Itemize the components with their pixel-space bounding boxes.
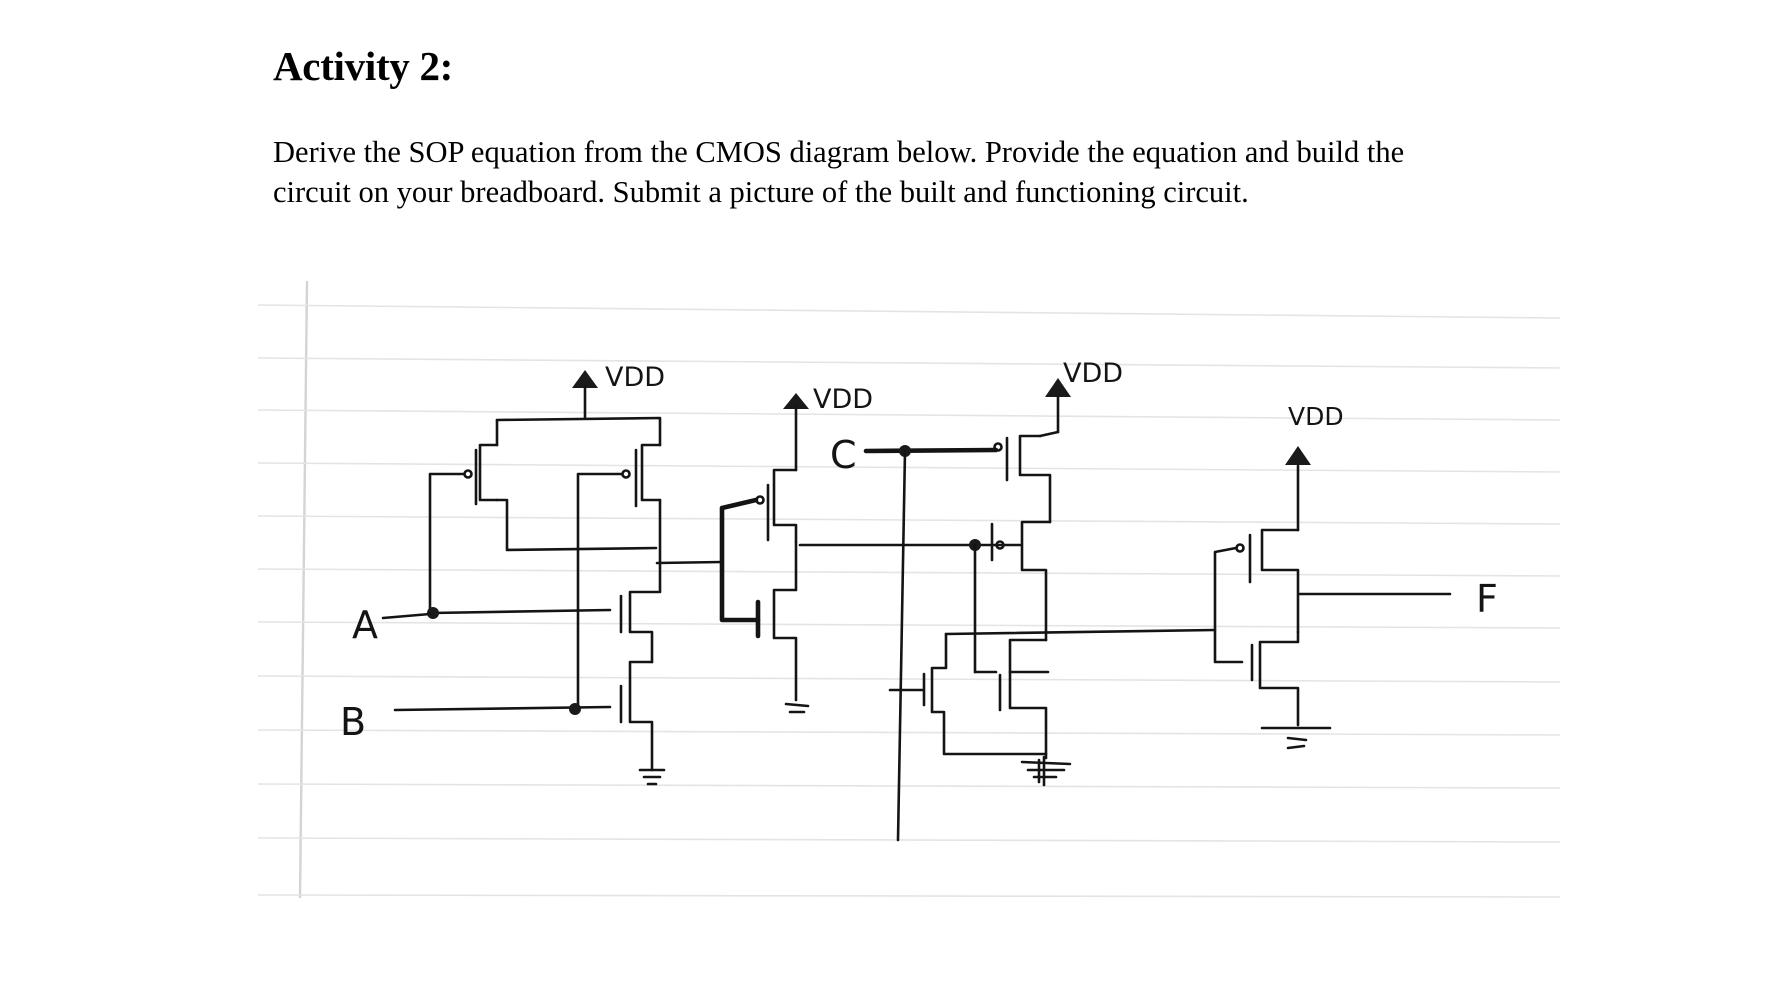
vdd-label-1: VDD (605, 362, 665, 393)
stage-4-output-inverter: VDD (1213, 402, 1452, 750)
vdd-arrow-2 (783, 393, 809, 409)
input-label-a: A (352, 603, 378, 647)
instructions-line-1: Derive the SOP equation from the CMOS di… (273, 135, 1405, 169)
vdd-arrow-1 (572, 370, 598, 388)
activity-instructions: Derive the SOP equation from the CMOS di… (273, 132, 1593, 212)
instructions-line-2: circuit on your breadboard. Submit a pic… (273, 175, 1249, 209)
stage-2-inverter: VDD (719, 384, 1022, 714)
vdd-label-3: VDD (1063, 358, 1123, 389)
vdd-label-4: VDD (1288, 402, 1344, 431)
vdd-label-2: VDD (813, 384, 873, 415)
vdd-arrow-4 (1285, 446, 1311, 465)
notebook-paper (257, 280, 1561, 899)
stage-3-network: VDD (863, 358, 1217, 842)
stage-1-network: VDD (393, 362, 724, 786)
input-label-b: B (340, 700, 366, 744)
input-label-c: C (830, 433, 857, 477)
activity-heading: Activity 2: (273, 43, 453, 89)
output-label-f: F (1476, 577, 1498, 621)
vdd-arrow-3 (1045, 378, 1071, 397)
